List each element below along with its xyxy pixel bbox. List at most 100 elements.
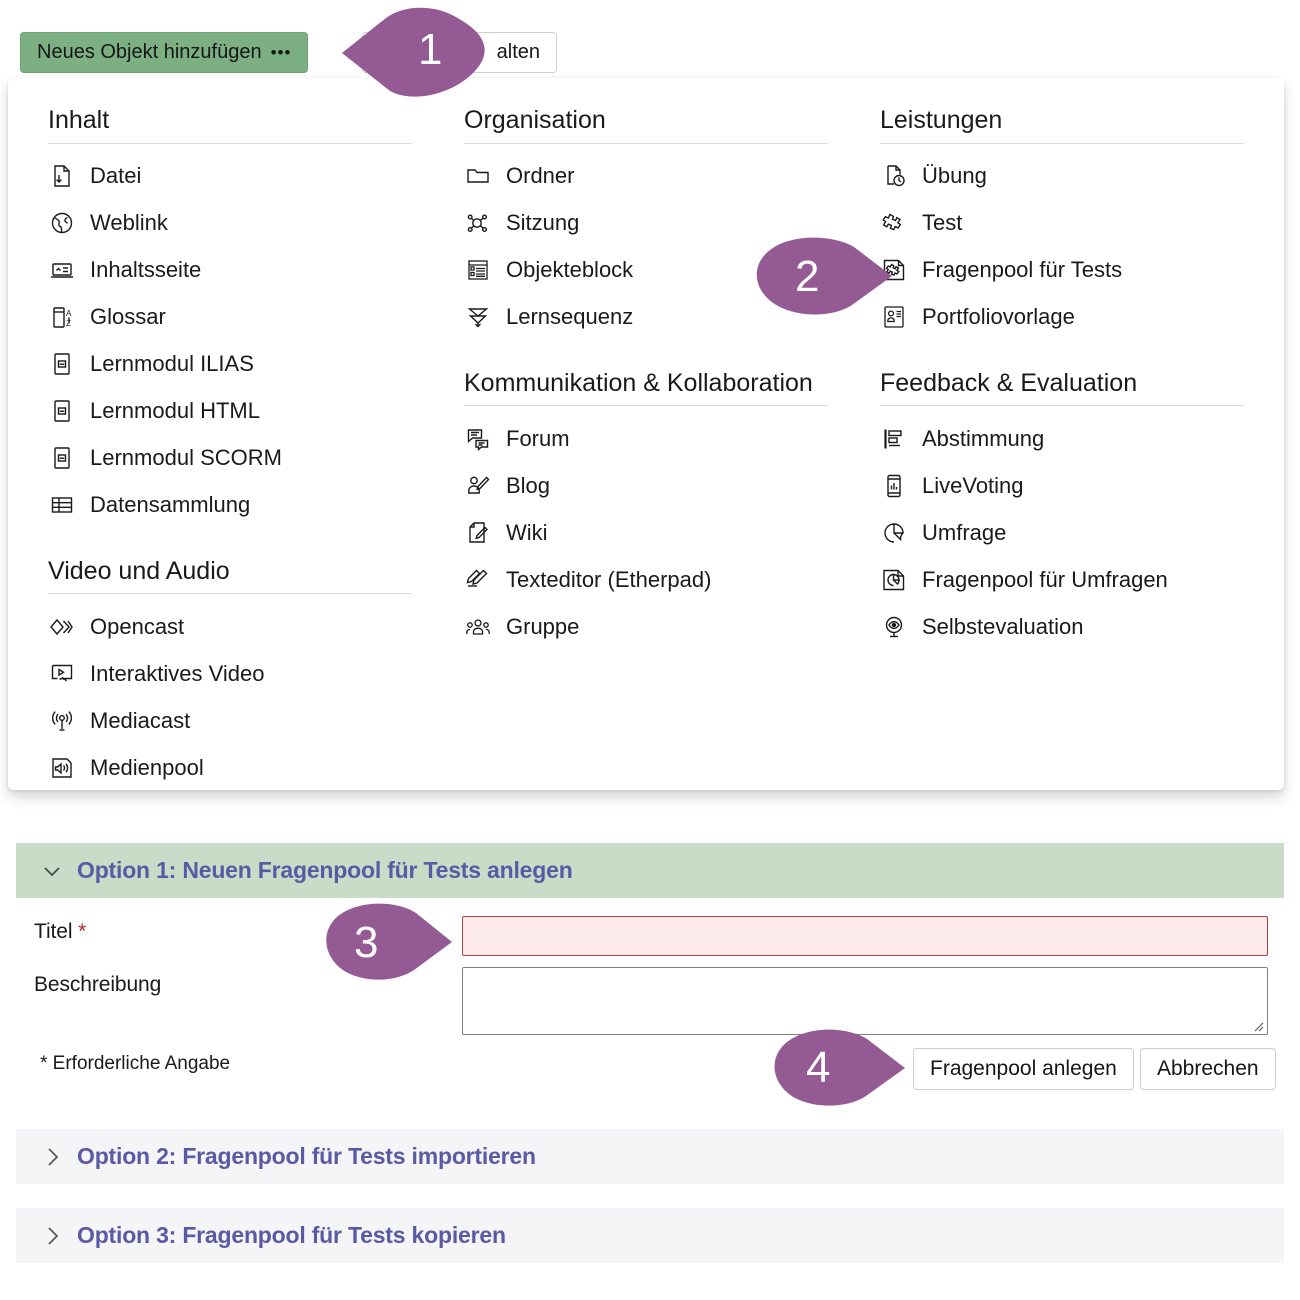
learning-sequence-icon bbox=[464, 303, 492, 331]
menu-item-label: Wiki bbox=[506, 519, 548, 545]
menu-item-forum[interactable]: Forum bbox=[464, 415, 828, 462]
menu-item-label: Gruppe bbox=[506, 613, 580, 639]
description-field-label: Beschreibung bbox=[34, 973, 162, 996]
callout-marker-2: 2 bbox=[752, 236, 892, 316]
accordion-header-option-2[interactable]: Option 2: Fragenpool für Tests importier… bbox=[16, 1129, 1284, 1184]
menu-item-umfrage[interactable]: Umfrage bbox=[880, 509, 1244, 556]
menu-item-label: Lernmodul ILIAS bbox=[90, 351, 254, 376]
divider bbox=[48, 142, 412, 144]
menu-item-label: Opencast bbox=[90, 613, 185, 639]
callout-marker-number: 4 bbox=[806, 1043, 831, 1092]
toolbar: Neues Objekt hinzufügen ••• alten bbox=[0, 0, 1300, 78]
exercise-clock-icon bbox=[880, 162, 908, 190]
menu-item-weblink[interactable]: Weblink bbox=[48, 200, 412, 247]
menu-item-label: Datei bbox=[90, 163, 142, 188]
menu-item-gruppe[interactable]: Gruppe bbox=[464, 603, 828, 650]
menu-item-livevoting[interactable]: LiveVoting bbox=[880, 462, 1244, 509]
file-download-icon bbox=[48, 162, 76, 190]
menu-item-label: Glossar bbox=[90, 304, 166, 329]
portfolio-template-icon bbox=[880, 303, 908, 331]
chevron-down-icon bbox=[40, 859, 64, 883]
spacer bbox=[48, 529, 412, 557]
menu-item-ordner[interactable]: Ordner bbox=[464, 153, 828, 200]
menu-item-medienpool[interactable]: Medienpool bbox=[48, 744, 412, 791]
divider bbox=[880, 405, 1244, 406]
menu-item-label: Mediacast bbox=[90, 707, 191, 733]
divider bbox=[880, 142, 1244, 144]
menu-item-lernsequenz[interactable]: Lernsequenz bbox=[464, 294, 828, 341]
learning-module-icon bbox=[48, 397, 76, 425]
menu-item-lernmodul-ilias[interactable]: Lernmodul ILIAS bbox=[48, 341, 412, 388]
menu-item-label: Forum bbox=[506, 425, 570, 451]
accordion-title: Option 1: Neuen Fragenpool für Tests anl… bbox=[77, 857, 573, 883]
menu-item-datei[interactable]: Datei bbox=[48, 153, 412, 200]
menu-item-label: Test bbox=[922, 210, 963, 235]
accordion-title: Option 2: Fragenpool für Tests importier… bbox=[77, 1143, 536, 1169]
accordion-header-option-3[interactable]: Option 3: Fragenpool für Tests kopieren bbox=[16, 1208, 1284, 1263]
menu-item-lernmodul-html[interactable]: Lernmodul HTML bbox=[48, 388, 412, 435]
callout-marker-number: 1 bbox=[418, 25, 443, 74]
content-page-icon bbox=[48, 256, 76, 284]
menu-item-label: Selbstevaluation bbox=[922, 613, 1084, 639]
wiki-page-pen-icon bbox=[464, 519, 492, 547]
divider bbox=[464, 405, 828, 406]
divider bbox=[48, 593, 412, 594]
menu-item-interaktives-video[interactable]: Interaktives Video bbox=[48, 650, 412, 697]
session-nodes-icon bbox=[464, 209, 492, 237]
menu-item-objekteblock[interactable]: Objekteblock bbox=[464, 247, 828, 294]
menu-item-label: Lernsequenz bbox=[506, 304, 634, 329]
menu-item-abstimmung[interactable]: Abstimmung bbox=[880, 415, 1244, 462]
menu-item-inhaltsseite[interactable]: Inhaltsseite bbox=[48, 247, 412, 294]
group-title-video-audio: Video und Audio bbox=[48, 556, 230, 585]
accordion-header-option-1[interactable]: Option 1: Neuen Fragenpool für Tests anl… bbox=[16, 843, 1284, 898]
menu-item-label: Interaktives Video bbox=[90, 660, 265, 686]
menu-item-selbstevaluation[interactable]: Selbstevaluation bbox=[880, 603, 1244, 650]
menu-item-sitzung[interactable]: Sitzung bbox=[464, 200, 828, 247]
add-new-object-button[interactable]: Neues Objekt hinzufügen ••• bbox=[20, 32, 309, 73]
forum-bubbles-icon bbox=[464, 425, 492, 453]
callout-marker-3: 3 bbox=[322, 902, 452, 982]
accordion-title: Option 3: Fragenpool für Tests kopieren bbox=[77, 1222, 506, 1248]
menu-item-label: Lernmodul HTML bbox=[90, 398, 260, 423]
resize-handle-icon[interactable] bbox=[1250, 1018, 1264, 1032]
group-title-inhalt: Inhalt bbox=[48, 106, 110, 134]
menu-item-lernmodul-scorm[interactable]: Lernmodul SCORM bbox=[48, 435, 412, 482]
opencast-diamond-icon bbox=[48, 613, 76, 641]
group-title-kommunikation: Kommunikation & Kollaboration bbox=[464, 368, 813, 397]
description-textarea[interactable] bbox=[462, 967, 1268, 1035]
menu-item-fragenpool-fuer-tests[interactable]: Fragenpool für Tests bbox=[880, 247, 1244, 294]
group-title-organisation: Organisation bbox=[464, 106, 606, 134]
create-question-pool-button[interactable]: Fragenpool anlegen bbox=[913, 1048, 1134, 1090]
callout-marker-number: 2 bbox=[795, 252, 820, 301]
dropdown-column-organisation: Organisation Ordner Sitzung Objekteblock… bbox=[464, 106, 828, 791]
cancel-button-label: Abbrechen bbox=[1157, 1057, 1259, 1080]
blog-person-pen-icon bbox=[464, 472, 492, 500]
menu-item-wiki[interactable]: Wiki bbox=[464, 509, 828, 556]
menu-item-test[interactable]: Test bbox=[880, 200, 1244, 247]
menu-item-blog[interactable]: Blog bbox=[464, 462, 828, 509]
chevron-right-icon bbox=[40, 1224, 64, 1248]
menu-item-texteditor-etherpad[interactable]: Texteditor (Etherpad) bbox=[464, 556, 828, 603]
menu-item-label: Weblink bbox=[90, 210, 168, 235]
title-input[interactable] bbox=[462, 916, 1268, 956]
required-asterisk: * bbox=[78, 920, 87, 943]
divider bbox=[464, 142, 828, 144]
menu-item-label: Ordner bbox=[506, 163, 575, 188]
cancel-button[interactable]: Abbrechen bbox=[1140, 1048, 1276, 1090]
menu-item-mediacast[interactable]: Mediacast bbox=[48, 697, 412, 744]
manage-button-label: alten bbox=[496, 41, 540, 63]
menu-item-portfoliovorlage[interactable]: Portfoliovorlage bbox=[880, 294, 1244, 341]
group-title-leistungen: Leistungen bbox=[880, 106, 1003, 134]
menu-item-fragenpool-fuer-umfragen[interactable]: Fragenpool für Umfragen bbox=[880, 556, 1244, 603]
menu-item-uebung[interactable]: Übung bbox=[880, 153, 1244, 200]
menu-item-datensammlung[interactable]: Datensammlung bbox=[48, 482, 412, 529]
menu-item-opencast[interactable]: Opencast bbox=[48, 603, 412, 650]
broadcast-antenna-icon bbox=[48, 707, 76, 735]
menu-item-label: Abstimmung bbox=[922, 425, 1045, 451]
learning-module-icon bbox=[48, 444, 76, 472]
dropdown-column-leistungen: Leistungen Übung Test Fragenpool für Tes… bbox=[880, 106, 1244, 791]
